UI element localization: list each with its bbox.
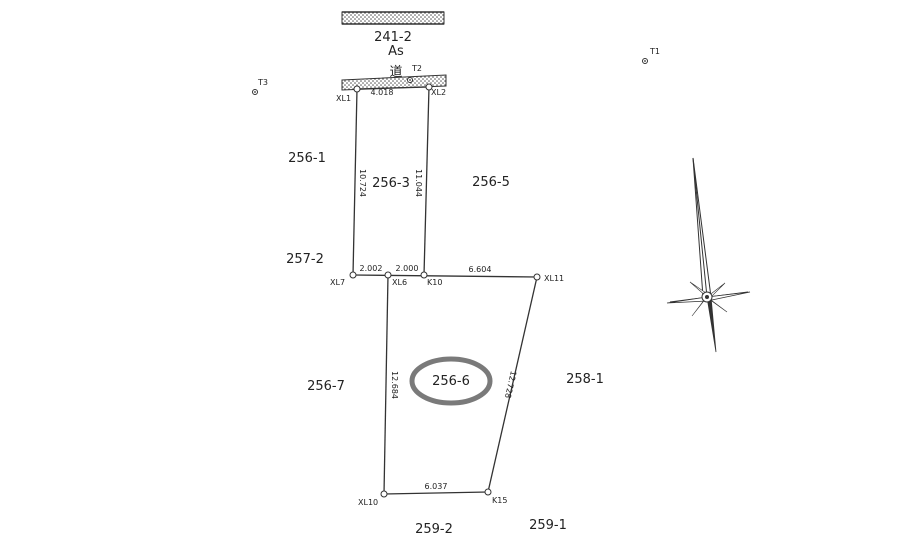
vertex-xl2 (425, 83, 433, 91)
dimension-mid-center: 2.000 (396, 264, 419, 273)
road-strip-top (341, 11, 445, 25)
dimension-top: 4.018 (371, 88, 394, 97)
dimension-mid-right: 6.604 (469, 265, 492, 274)
dimension-right-lower: 12.728 (503, 370, 518, 399)
vertex-xl11 (533, 273, 541, 281)
point-label-k10: K10 (427, 278, 442, 287)
point-label-xl1: XL1 (336, 94, 351, 103)
road-label: 道 (389, 65, 402, 80)
dimension-bottom: 6.037 (425, 482, 448, 491)
point-label-t1: T1 (649, 47, 660, 56)
point-label-t3: T3 (257, 78, 268, 87)
vertex-xl6 (384, 271, 392, 279)
point-label-xl7: XL7 (330, 278, 345, 287)
vertex-xl7 (349, 271, 357, 279)
parcel-label-257-2: 257-2 (286, 252, 324, 267)
dimension-left-lower: 12.684 (390, 371, 399, 399)
parcel-label-256-6: 256-6 (432, 374, 470, 389)
vertex-xl1 (353, 85, 361, 93)
compass-rose-icon (666, 157, 751, 353)
vertex-k15 (484, 488, 492, 496)
boundary-main-lot (352, 274, 538, 495)
subject-parcel-highlight (409, 356, 493, 406)
boundary-upper-strip (352, 86, 430, 276)
parcel-label-256-3: 256-3 (372, 176, 410, 191)
dimension-mid-left: 2.002 (360, 264, 383, 273)
dimension-right-upper: 11.044 (414, 169, 423, 197)
parcel-label-258-1: 258-1 (566, 372, 604, 387)
dimension-left-upper: 10.724 (358, 169, 367, 197)
point-label-t2: T2 (411, 64, 422, 73)
point-label-xl2: XL2 (431, 88, 446, 97)
parcel-label-259-1: 259-1 (529, 518, 567, 533)
control-point-t1: T1 (642, 47, 660, 64)
parcel-label-256-5: 256-5 (472, 175, 510, 190)
road-strip-frontage (341, 74, 447, 91)
vertex-k10 (420, 271, 428, 279)
vertex-xl10 (380, 490, 388, 498)
point-label-xl6: XL6 (392, 278, 407, 287)
as-label: As (388, 44, 404, 59)
parcel-label-259-2: 259-2 (415, 522, 453, 537)
parcel-label-256-7: 256-7 (307, 379, 345, 394)
point-label-k15: K15 (492, 496, 507, 505)
point-label-xl10: XL10 (358, 498, 378, 507)
control-point-t2: T2 (407, 64, 422, 83)
parcel-label-241-2: 241-2 (374, 30, 412, 45)
control-point-t3: T3 (252, 78, 268, 95)
parcel-label-256-1: 256-1 (288, 151, 326, 166)
point-label-xl11: XL11 (544, 274, 564, 283)
